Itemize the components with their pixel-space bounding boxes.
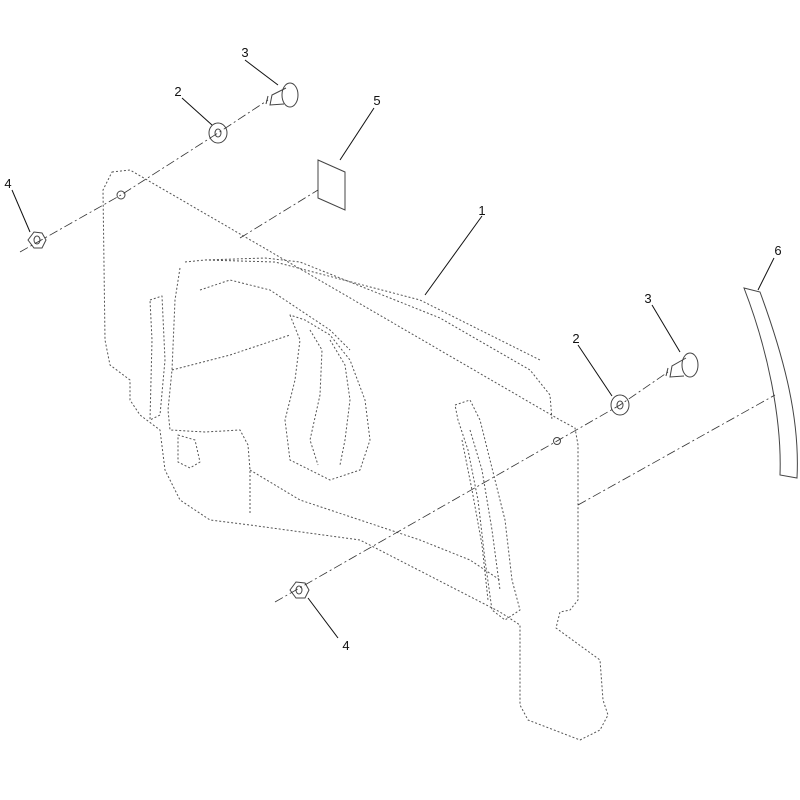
housing-bottom-edge [249,469,501,581]
callout-4-upper: 4 [4,176,11,191]
leader-lines [11,59,775,639]
housing-top [184,257,553,421]
chute-inner [309,329,323,466]
housing-left-flange [149,295,166,421]
callout-6: 6 [774,243,781,258]
housing-ridge [167,267,251,515]
lower-washer [610,394,630,416]
housing-top-edge [204,259,541,361]
callout-4-lower: 4 [342,638,349,653]
upper-bolt [265,82,299,108]
trim-strip [743,287,798,479]
panel-outline [102,169,609,741]
right-lobe-inner-2 [461,439,489,601]
mount-hole-right [553,437,561,445]
chute-opening [284,314,371,481]
upper-washer [208,122,228,144]
callout-2-upper: 2 [174,84,181,99]
callout-5: 5 [373,93,380,108]
housing-left-tab [177,434,201,469]
assembly-centerlines [19,99,776,603]
decal [317,159,346,211]
chute-inner-2 [329,339,351,466]
callout-labels: 1 2 2 3 3 4 4 5 6 [4,45,781,653]
callout-2-lower: 2 [572,331,579,346]
housing-inner-curve [199,279,351,351]
housing-mid-line [171,334,291,371]
deflector-panel [102,169,609,741]
right-lobe [454,399,521,621]
mount-hole-left [116,190,126,200]
callout-3-lower: 3 [644,291,651,306]
callout-3-upper: 3 [241,45,248,60]
upper-nut [27,231,47,249]
right-lobe-inner [469,429,501,591]
callout-1: 1 [478,203,485,218]
lower-bolt [665,352,699,378]
